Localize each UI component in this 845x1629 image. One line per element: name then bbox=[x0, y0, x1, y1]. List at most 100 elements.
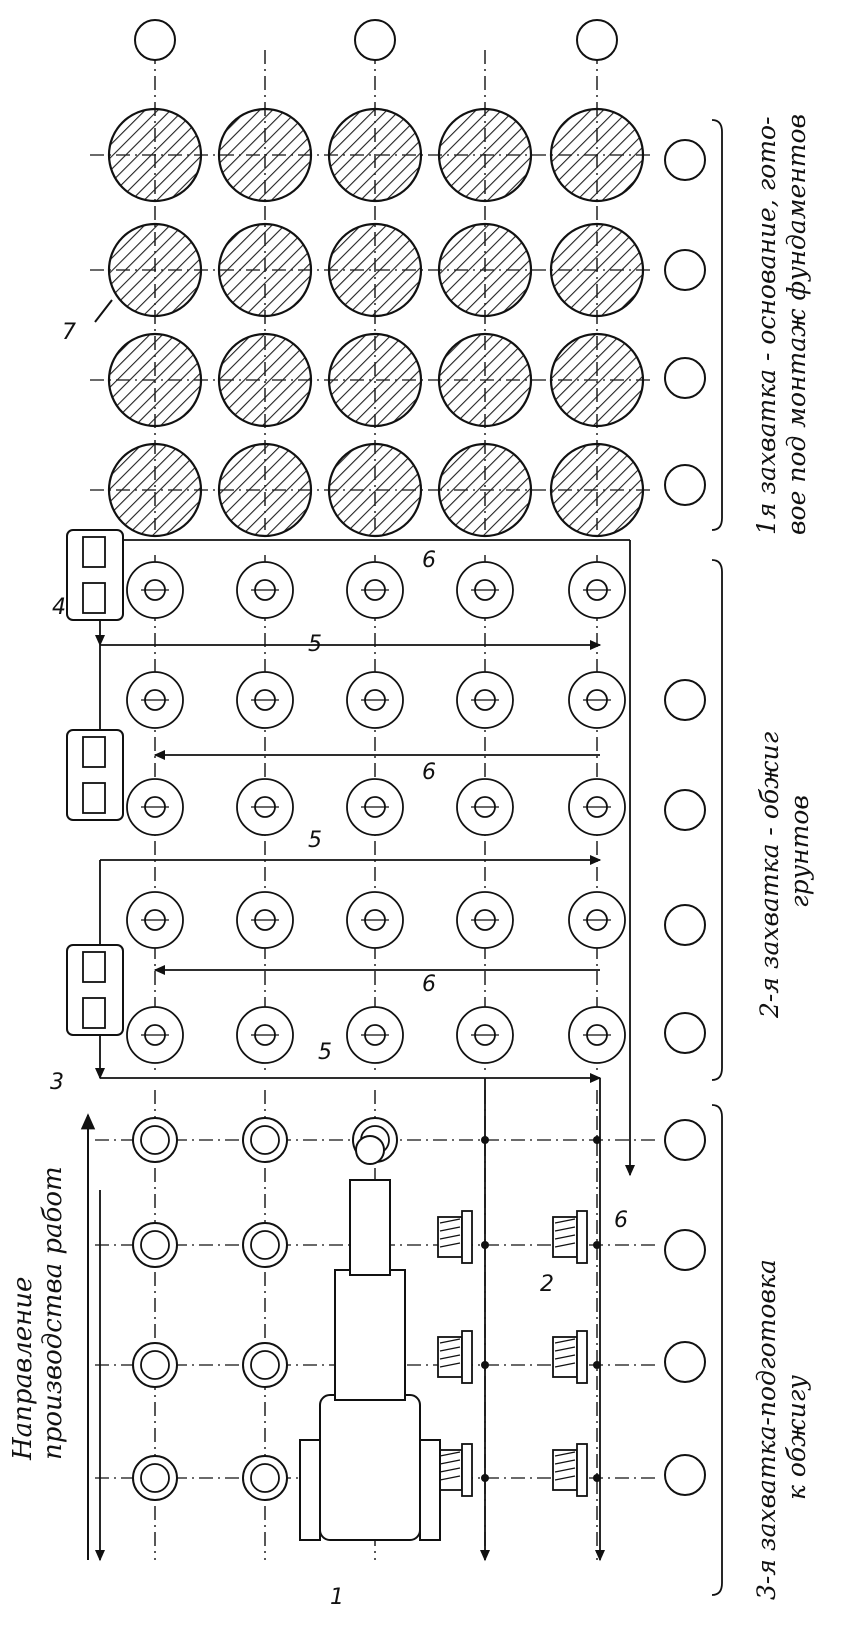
reference-circles bbox=[664, 139, 706, 1496]
reference-circle bbox=[664, 139, 706, 181]
callout-6-a: 6 bbox=[422, 548, 436, 573]
burner-base bbox=[576, 1443, 588, 1497]
callout-4: 4 bbox=[52, 595, 66, 620]
unit-body bbox=[66, 729, 124, 821]
hatched-foundation-circle bbox=[549, 332, 645, 428]
hatched-foundation-circle bbox=[107, 442, 203, 538]
unit-tank bbox=[82, 951, 106, 983]
hatched-foundation-circle bbox=[327, 332, 423, 428]
burner-base bbox=[576, 1330, 588, 1384]
hatched-foundation-circle bbox=[217, 222, 313, 318]
reference-circle bbox=[664, 1119, 706, 1161]
drill-head bbox=[355, 1135, 385, 1165]
burner-base bbox=[576, 1210, 588, 1264]
burner-hatch bbox=[439, 1451, 461, 1457]
burner-hatch bbox=[439, 1459, 461, 1465]
reference-circle bbox=[664, 789, 706, 831]
zone-2-soil-firing bbox=[126, 555, 626, 1075]
burner-hatch bbox=[554, 1451, 576, 1457]
burner-hatch bbox=[439, 1226, 461, 1232]
callout-5-a: 5 bbox=[308, 632, 322, 657]
hatched-foundation-circle bbox=[437, 442, 533, 538]
prep-well-inner bbox=[250, 1463, 280, 1493]
burner-hatch bbox=[554, 1475, 576, 1481]
unit-tank bbox=[82, 997, 106, 1029]
mobile-firing-unit bbox=[66, 944, 124, 1036]
reference-circle bbox=[664, 1454, 706, 1496]
burner-hatch bbox=[439, 1346, 461, 1352]
hatched-foundation-circle bbox=[437, 222, 533, 318]
zone-3-label-line-1: 3-я захватка-подготовка bbox=[752, 1259, 781, 1600]
burner-hatch bbox=[439, 1338, 461, 1344]
unit-body bbox=[66, 529, 124, 621]
prep-well-inner bbox=[140, 1463, 170, 1493]
leader-line bbox=[94, 299, 113, 323]
burner-hatch bbox=[439, 1362, 461, 1368]
hatched-foundation-circle bbox=[327, 107, 423, 203]
marker-circle bbox=[576, 19, 618, 61]
burner-hatch bbox=[439, 1234, 461, 1240]
zone-1-ready-base bbox=[90, 19, 650, 538]
hatched-foundation-circle bbox=[437, 332, 533, 428]
zone-brackets bbox=[711, 119, 723, 1596]
hatched-foundation-circle bbox=[549, 442, 645, 538]
small-well-dot bbox=[593, 1361, 601, 1369]
callout-7: 7 bbox=[62, 320, 76, 345]
prep-well-inner bbox=[140, 1125, 170, 1155]
zone-1-label-line-1: 1я захватка - основание, гото- bbox=[752, 116, 781, 535]
burner-hatch bbox=[554, 1354, 576, 1360]
burner-hatch bbox=[554, 1226, 576, 1232]
hatched-foundation-circle bbox=[217, 107, 313, 203]
hatched-foundation-circle bbox=[107, 222, 203, 318]
zone-3-bracket bbox=[711, 1104, 723, 1596]
burner-base bbox=[461, 1330, 473, 1384]
burner-base bbox=[461, 1443, 473, 1497]
burner-hatch bbox=[439, 1467, 461, 1473]
reference-circle bbox=[664, 1012, 706, 1054]
hatched-foundation-circle bbox=[549, 222, 645, 318]
marker-circle bbox=[354, 19, 396, 61]
prep-well-inner bbox=[250, 1125, 280, 1155]
zone-2-label-line-1: 2-я захватка - обжиг bbox=[755, 731, 784, 1018]
hatched-foundation-circle bbox=[107, 332, 203, 428]
burner-hatch bbox=[554, 1362, 576, 1368]
unit-tank bbox=[82, 782, 106, 814]
callout-6-c: 6 bbox=[422, 972, 436, 997]
small-well-dot bbox=[593, 1474, 601, 1482]
small-well-dot bbox=[593, 1241, 601, 1249]
mobile-firing-unit bbox=[66, 529, 124, 621]
prep-well-inner bbox=[140, 1350, 170, 1380]
prep-well-inner bbox=[140, 1230, 170, 1260]
burner-hatch bbox=[439, 1354, 461, 1360]
burner-hatch bbox=[554, 1234, 576, 1240]
zone-1-label-line-2: вое под монтаж фундаментов bbox=[782, 113, 811, 535]
burner-hatch bbox=[439, 1475, 461, 1481]
track-left bbox=[299, 1439, 321, 1541]
small-well-dot bbox=[593, 1136, 601, 1144]
burner-hatch bbox=[554, 1218, 576, 1224]
burner-hatch bbox=[554, 1242, 576, 1248]
burner-hatch bbox=[554, 1459, 576, 1465]
burner-hatch bbox=[554, 1467, 576, 1473]
burner-hatch bbox=[554, 1338, 576, 1344]
reference-circle bbox=[664, 1341, 706, 1383]
hatched-foundation-circle bbox=[327, 442, 423, 538]
reference-circle bbox=[664, 679, 706, 721]
unit-body bbox=[66, 944, 124, 1036]
zone-2-bracket bbox=[711, 559, 723, 1081]
reference-circle bbox=[664, 357, 706, 399]
burner-base bbox=[461, 1210, 473, 1264]
machine-boom bbox=[349, 1179, 391, 1276]
zone-3-label: 3-я захватка-подготовка к обжигу bbox=[752, 1259, 812, 1600]
unit-tank bbox=[82, 536, 106, 568]
prep-well-inner bbox=[250, 1230, 280, 1260]
prep-well-inner bbox=[250, 1350, 280, 1380]
hatched-foundation-circle bbox=[549, 107, 645, 203]
burner-hatch bbox=[439, 1218, 461, 1224]
zone-1-label: 1я захватка - основание, гото- вое под м… bbox=[752, 114, 812, 535]
reference-circle bbox=[664, 464, 706, 506]
reference-circle bbox=[664, 249, 706, 291]
zone-3-preparation bbox=[95, 1090, 660, 1560]
unit-tank bbox=[82, 582, 106, 614]
